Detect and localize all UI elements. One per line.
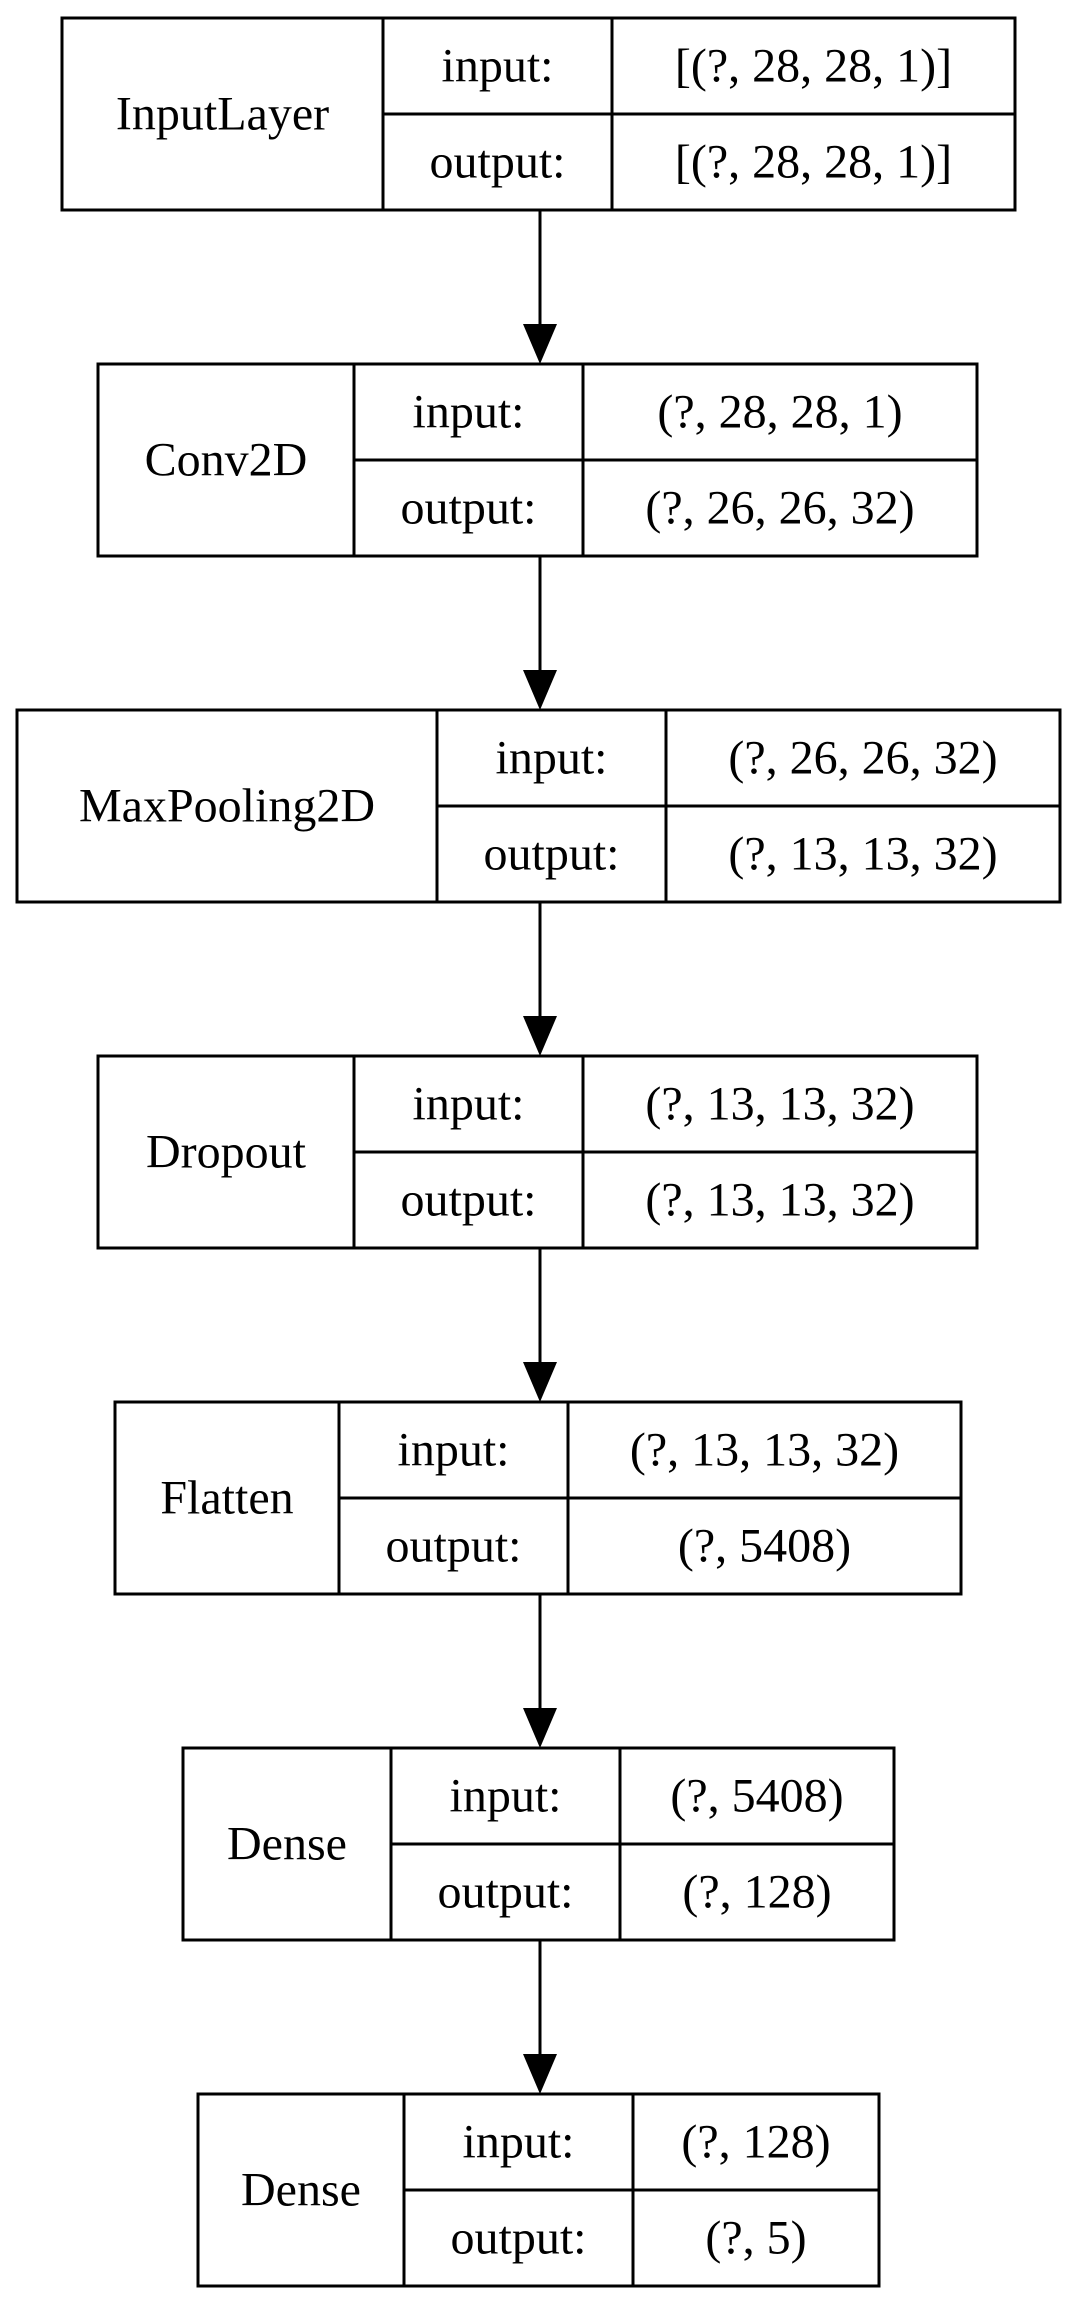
output-label: output: [450, 2212, 586, 2265]
output-label: output: [437, 1866, 573, 1919]
layer-node: MaxPooling2D input: output: (?, 26, 26, 32)… [15, 708, 1062, 904]
input-shape: (?, 28, 28, 1) [657, 386, 902, 439]
layer-node: Dropout input: output: (?, 13, 13, 32) (?, 1… [96, 1054, 979, 1250]
output-label: output: [400, 482, 536, 535]
edge-arrowhead [523, 2054, 557, 2094]
layer-name: Conv2D [145, 434, 308, 487]
edge-arrowhead [523, 1708, 557, 1748]
input-shape: (?, 128) [681, 2116, 830, 2169]
layer-name: Dense [241, 2164, 361, 2217]
input-label: input: [462, 2116, 574, 2169]
input-label: input: [495, 732, 607, 785]
layer-nodes: InputLayer input: output: [(?, 28, 28, 1)] [… [15, 16, 1062, 2288]
edges [523, 210, 557, 2094]
layer-name: MaxPooling2D [79, 780, 375, 833]
layer-name: Dense [227, 1818, 347, 1871]
output-shape: (?, 26, 26, 32) [645, 482, 914, 535]
layer-node: Conv2D input: output: (?, 28, 28, 1) (?, 26,… [96, 362, 979, 558]
output-label: output: [483, 828, 619, 881]
edge-arrowhead [523, 670, 557, 710]
input-shape: (?, 13, 13, 32) [645, 1078, 914, 1131]
layer-name: Flatten [160, 1472, 293, 1525]
output-shape: (?, 128) [682, 1866, 831, 1919]
layer-node: Flatten input: output: (?, 13, 13, 32) (?, 5… [113, 1400, 963, 1596]
input-label: input: [449, 1770, 561, 1823]
output-shape: [(?, 28, 28, 1)] [675, 136, 952, 189]
input-label: input: [412, 1078, 524, 1131]
layer-name: Dropout [146, 1126, 307, 1179]
input-label: input: [397, 1424, 509, 1477]
layer-node: Dense input: output: (?, 128) (?, 5) [196, 2092, 881, 2288]
input-shape: (?, 26, 26, 32) [728, 732, 997, 785]
input-label: input: [412, 386, 524, 439]
layer-name: InputLayer [116, 88, 329, 141]
output-shape: (?, 5408) [678, 1520, 851, 1573]
output-shape: (?, 13, 13, 32) [728, 828, 997, 881]
edge-arrowhead [523, 1016, 557, 1056]
layer-node: Dense input: output: (?, 5408) (?, 128) [181, 1746, 896, 1942]
output-shape: (?, 5) [705, 2212, 806, 2265]
output-shape: (?, 13, 13, 32) [645, 1174, 914, 1227]
input-shape: (?, 5408) [670, 1770, 843, 1823]
input-shape: (?, 13, 13, 32) [630, 1424, 899, 1477]
output-label: output: [400, 1174, 536, 1227]
edge-arrowhead [523, 324, 557, 364]
output-label: output: [385, 1520, 521, 1573]
layer-node: InputLayer input: output: [(?, 28, 28, 1)] [… [60, 16, 1017, 212]
edge-arrowhead [523, 1362, 557, 1402]
input-label: input: [441, 40, 553, 93]
output-label: output: [429, 136, 565, 189]
input-shape: [(?, 28, 28, 1)] [675, 40, 952, 93]
